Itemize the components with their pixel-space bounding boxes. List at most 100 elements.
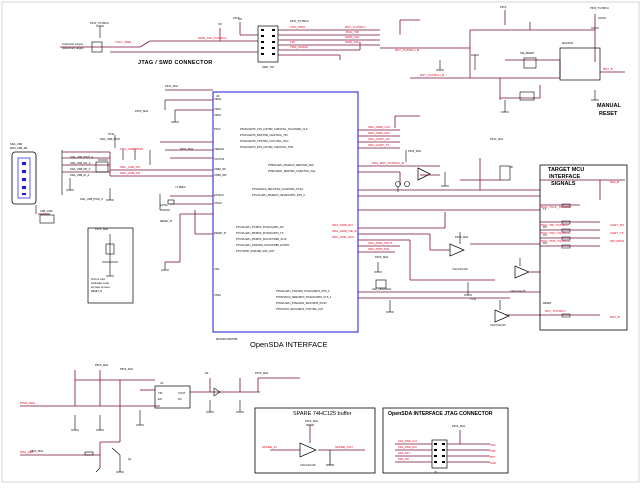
svg-text:P3V3_SDA: P3V3_SDA [165, 84, 178, 88]
opensda-jtag-title: OpenSDA INTERFACE JTAG CONNECTOR [388, 411, 493, 417]
svg-text:PTA1/UART0_RX/FTM0_CH6/JTAG_TD: PTA1/UART0_RX/FTM0_CH6/JTAG_TDI [240, 133, 288, 137]
svg-text:SDA_USB_P5V0: SDA_USB_P5V0 [120, 147, 143, 151]
svg-text:NC: NC [178, 397, 182, 401]
svg-text:SDA_SWD_OE_B: SDA_SWD_OE_B [332, 229, 357, 233]
svg-text:(disconnect target): (disconnect target) [62, 46, 84, 50]
svg-text:TCLK_SWD: TCLK_SWD [115, 40, 132, 44]
svg-text:SPARE_OUT: SPARE_OUT [335, 445, 353, 449]
svg-text:PTB0/LLWU_P5/ADC0_SE8/TSI0_CH0: PTB0/LLWU_P5/ADC0_SE8/TSI0_CH0 [268, 163, 314, 167]
svg-text:UART_TX: UART_TX [610, 231, 624, 235]
jtag-swd-connector-section: TCLK_SWD SWD_DIO_TGTMCU TDO_SWO TDI TMS_… [60, 16, 470, 69]
svg-text:RST_TGTMCU: RST_TGTMCU [545, 309, 566, 313]
svg-text:EXTAL0: EXTAL0 [214, 193, 224, 197]
svg-text:Y1 8MHz: Y1 8MHz [175, 185, 186, 189]
svg-text:SWD_DIO: SWD_DIO [345, 40, 360, 44]
svg-text:SDA_SPI0_SCK: SDA_SPI0_SCK [332, 235, 354, 239]
svg-text:PTB1/ADC0_SE9/TSI0_CH6/FTM1_CH: PTB1/ADC0_SE9/TSI0_CH6/FTM1_CH1 [268, 169, 316, 173]
svg-text:TMS_SWDIO: TMS_SWDIO [290, 45, 309, 49]
svg-text:MK20DX128VFM5: MK20DX128VFM5 [216, 337, 238, 341]
svg-text:P5V0_SDA: P5V0_SDA [180, 147, 193, 151]
svg-text:SDA_SPI0_SIN: SDA_SPI0_SIN [368, 247, 389, 251]
svg-text:TP11: TP11 [470, 297, 477, 301]
svg-text:SDA_USB_P5V0_A: SDA_USB_P5V0_A [80, 197, 103, 201]
svg-text:VIN: VIN [158, 391, 162, 395]
svg-text:TDO_SWO: TDO_SWO [290, 25, 306, 29]
svg-text:XTAL0: XTAL0 [214, 201, 222, 205]
svg-text:Unshorted Jumper: Unshorted Jumper [62, 42, 83, 46]
svg-text:J6: J6 [434, 470, 437, 474]
svg-text:SDA_USB: SDA_USB [10, 142, 22, 146]
svg-text:SDA_SPI0_SOUT: SDA_SPI0_SOUT [368, 241, 393, 245]
svg-text:USB0_DP: USB0_DP [214, 167, 226, 171]
svg-text:SDA_USB_DP_A: SDA_USB_DP_A [70, 167, 91, 171]
svg-text:RESET: RESET [543, 301, 552, 305]
svg-text:P5V0_SDA: P5V0_SDA [20, 401, 35, 405]
svg-text:NMI_B: NMI_B [610, 180, 619, 184]
bootloader-box [87, 227, 134, 304]
svg-text:74LVC1G125: 74LVC1G125 [300, 463, 316, 467]
spare-buffer-box [254, 407, 376, 474]
svg-text:JTAG_TMS_TGTMCU: JTAG_TMS_TGTMCU [540, 239, 570, 243]
svg-text:PTD7/CMT_IRO/UART0_TX/FTM0_CH7: PTD7/CMT_IRO/UART0_TX/FTM0_CH7 [276, 307, 324, 311]
svg-text:PTC5/LLWU_P9/SPI0_SCK/LPTMR0_A: PTC5/LLWU_P9/SPI0_SCK/LPTMR0_ALT2 [236, 237, 287, 241]
svg-text:PTA2/UART0_TX/FTM0_CH7/JTAG_TD: PTA2/UART0_TX/FTM0_CH7/JTAG_TDO [240, 139, 288, 143]
svg-text:JTAG_TCLK_TGTMCU: JTAG_TCLK_TGTMCU [540, 205, 571, 209]
svg-text:PTC4/LLWU_P8/SPI0_PCS0/UART1_T: PTC4/LLWU_P8/SPI0_PCS0/UART1_TX [236, 231, 284, 235]
svg-text:RST_TGTMCU_B: RST_TGTMCU_B [395, 48, 419, 52]
svg-text:VSSA: VSSA [214, 293, 221, 297]
svg-text:PTC1/LLWU_P6/ADC0_SE15/UART1_R: PTC1/LLWU_P6/ADC0_SE15/UART1_RTS_b [252, 193, 306, 197]
svg-text:P3V3_SDA: P3V3_SDA [135, 109, 148, 113]
svg-text:P5V0_SDA: P5V0_SDA [120, 367, 133, 371]
svg-text:J8: J8 [510, 165, 513, 169]
svg-text:PTA0/UART0_CTS_b/FTM0_CH5/JTAG: PTA0/UART0_CTS_b/FTM0_CH5/JTAG_TCLK/SWD_… [240, 127, 308, 131]
svg-text:JTAG_TDI: JTAG_TDI [345, 30, 359, 34]
svg-text:SDA_RST_TGTMCU_B: SDA_RST_TGTMCU_B [372, 161, 404, 165]
svg-text:VDD1: VDD1 [214, 107, 221, 111]
svg-text:PTA3/UART0_RTS_b/FTM0_CH0/JTAG: PTA3/UART0_RTS_b/FTM0_CH0/JTAG_TMS [240, 145, 293, 149]
mcu-body [212, 91, 359, 333]
jumper-j2 [91, 41, 103, 53]
svg-text:TX: TX [543, 207, 547, 211]
svg-text:bootloader mode: bootloader mode [91, 282, 110, 285]
svg-text:P3V3_SDA: P3V3_SDA [255, 371, 268, 375]
net-labels-red: SDA_SWD_CLK SDA_SWD_DIO SDA_UART_RX SDA_… [120, 125, 625, 319]
svg-text:SDA_USB_P5V0_A: SDA_USB_P5V0_A [70, 155, 93, 159]
svg-text:SDA_SWD_CLK: SDA_SWD_CLK [398, 439, 418, 443]
svg-text:TDI: TDI [290, 40, 295, 44]
svg-text:PTC7/SPI0_SIN/USB_SOF_OUT: PTC7/SPI0_SIN/USB_SOF_OUT [236, 249, 275, 253]
svg-text:EXTAL: EXTAL [160, 203, 169, 207]
spare-buffer-title: SPARE 74HC125 buffer [293, 411, 352, 417]
jtag-header [257, 25, 279, 63]
manual-reset-label-2: RESET [599, 111, 618, 117]
svg-text:P3V3_SDA: P3V3_SDA [375, 255, 388, 259]
svg-text:TMS: TMS [490, 449, 496, 453]
svg-text:SDA_RST: SDA_RST [398, 451, 410, 455]
svg-text:MINI_USB_AB: MINI_USB_AB [10, 146, 27, 150]
usb-connector: SDA_USB MINI_USB_AB SDA_USB_P5V0_A SDA_U… [10, 100, 179, 271]
svg-text:P3V3_SDA: P3V3_SDA [490, 137, 503, 141]
svg-text:SDA_USB_DN: SDA_USB_DN [120, 171, 140, 175]
svg-text:PTC0/ADC0_SE14/TSI0_CH13/SPI0_: PTC0/ADC0_SE14/TSI0_CH13/SPI0_PCS4 [252, 187, 303, 191]
svg-text:U3: U3 [160, 381, 164, 385]
svg-text:LED_OPENSDA: LED_OPENSDA [372, 287, 391, 291]
svg-text:P3V3_TGTMCU: P3V3_TGTMCU [290, 19, 309, 23]
svg-text:P5V0_SDA: P5V0_SDA [30, 449, 43, 453]
svg-text:VOUT33: VOUT33 [214, 157, 225, 161]
opensda-jtag-box [382, 407, 509, 474]
svg-text:PTD5/ADC0_SE6b/SPI0_PCS2/UART0: PTD5/ADC0_SE6b/SPI0_PCS2/UART0_CTS_b [276, 295, 332, 299]
svg-text:VDD2: VDD2 [214, 113, 221, 117]
svg-text:RESET_B: RESET_B [160, 219, 172, 223]
reset-section: RST_TGTMCU_B RST_B P3V3_TGTMCU P3V3 SW_R… [410, 5, 625, 113]
svg-text:74LVC1G125: 74LVC1G125 [452, 267, 468, 271]
svg-text:RST_B: RST_B [610, 315, 620, 319]
svg-text:SDA_SWD_CLK: SDA_SWD_CLK [368, 125, 390, 129]
svg-text:RST_TGTMCU_B: RST_TGTMCU_B [420, 73, 444, 77]
manual-reset-label-1: MANUAL [597, 103, 621, 109]
svg-text:P3V3_SDA: P3V3_SDA [455, 235, 468, 239]
svg-text:RST_TGTMCU: RST_TGTMCU [345, 25, 366, 29]
svg-text:JTAG_TDI_TGTMCU: JTAG_TDI_TGTMCU [540, 223, 568, 227]
svg-text:RESET_B: RESET_B [91, 290, 102, 293]
svg-text:TP13: TP13 [108, 132, 115, 136]
